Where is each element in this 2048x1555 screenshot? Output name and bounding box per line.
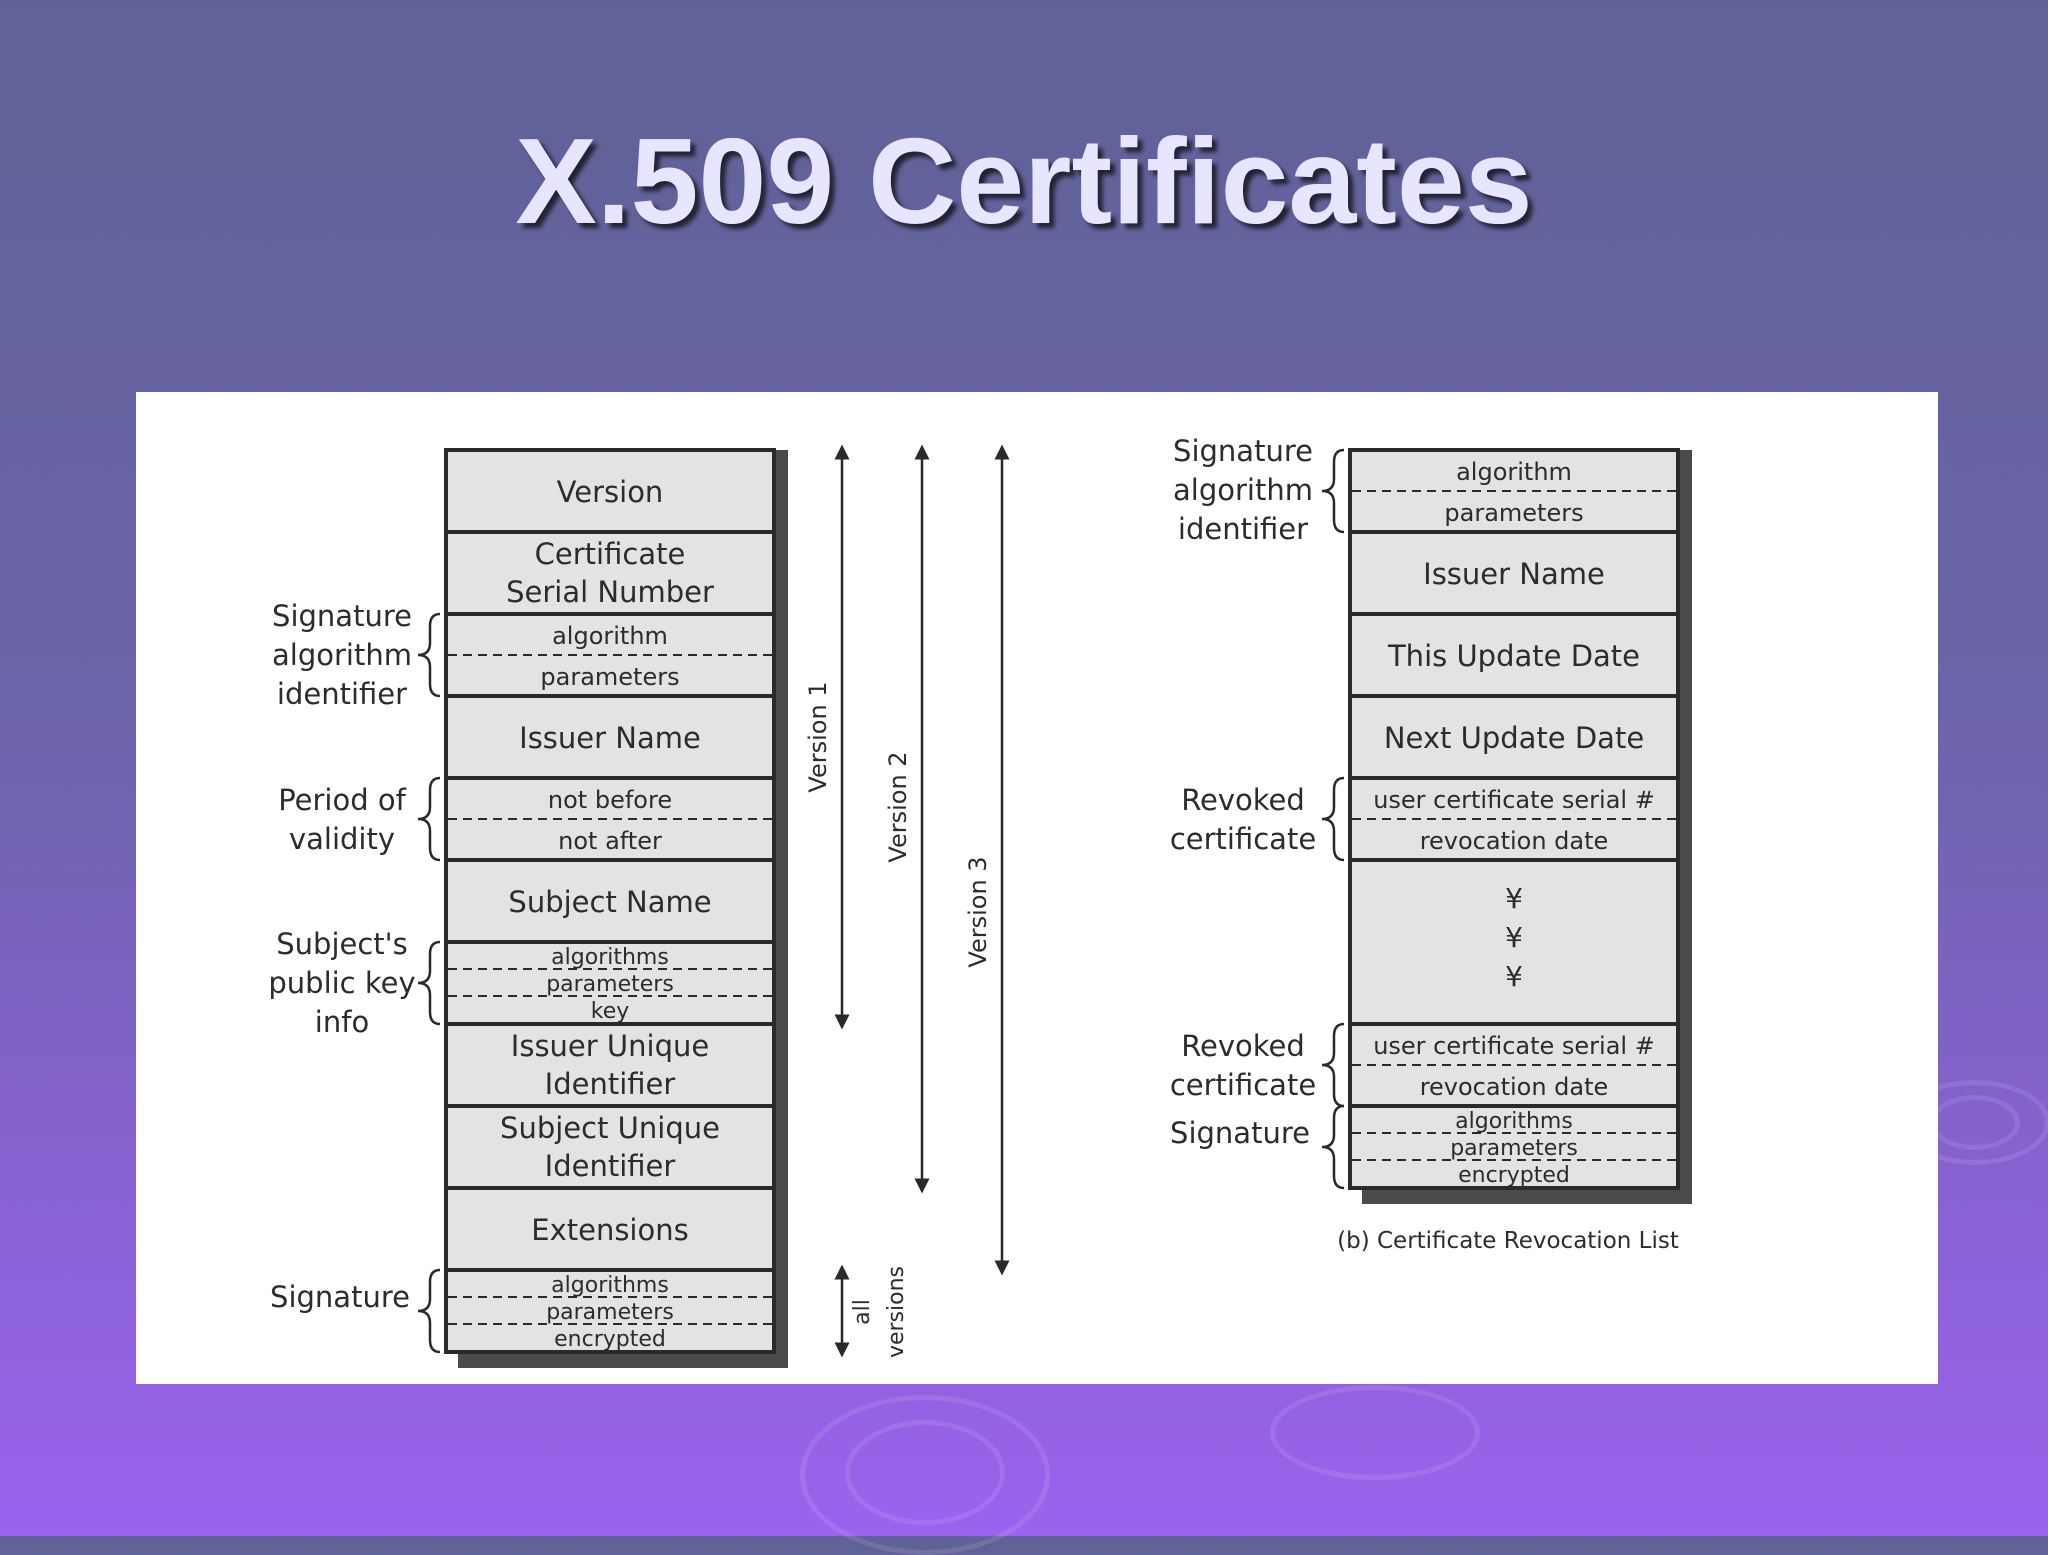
- field-issuer-unique-id: [444, 1022, 776, 1108]
- crl-label-this-update: This Update Date: [1387, 639, 1640, 673]
- label-signature-parameters: parameters: [546, 1300, 674, 1325]
- brace: [1321, 776, 1345, 862]
- label-signature-encrypted: encrypted: [554, 1327, 666, 1352]
- certificate-diagram: Version Certificate Serial Number algori…: [268, 434, 1692, 1368]
- side-signature: Signature: [270, 1280, 410, 1314]
- brace: [1321, 1104, 1345, 1190]
- label-signature-algorithms: algorithms: [551, 1273, 669, 1298]
- crl-side-sig-alg-2: algorithm: [1173, 473, 1313, 507]
- label-extensions: Extensions: [531, 1213, 688, 1247]
- label-subject-uid-1: Subject Unique: [500, 1111, 720, 1145]
- crl-label-issuer-name: Issuer Name: [1423, 557, 1605, 591]
- crl-label-sig-encrypted: encrypted: [1458, 1163, 1570, 1188]
- brace: [417, 776, 441, 862]
- field-subject-name: [444, 858, 776, 944]
- crl-ellipsis-2: ¥: [1505, 921, 1523, 954]
- crl-label-sig-algorithms: algorithms: [1455, 1109, 1573, 1134]
- crl-side-revoked2-1: Revoked: [1181, 1029, 1305, 1063]
- side-sig-alg-1: Signature: [272, 599, 412, 633]
- label-sig-algorithm: algorithm: [552, 622, 668, 650]
- label-issuer-uid-1: Issuer Unique: [511, 1029, 709, 1063]
- certificate-figure: Version Certificate Serial Number algori…: [136, 392, 1938, 1384]
- label-version: Version: [557, 475, 664, 509]
- label-issuer-uid-2: Identifier: [545, 1067, 676, 1101]
- crl-structure: algorithm parameters Issuer Name This Up…: [1337, 448, 1692, 1254]
- crl-label-parameters: parameters: [1444, 499, 1583, 527]
- crl-side-labels: Signature algorithm identifier Revoked c…: [1170, 434, 1345, 1190]
- crl-issuer-name: [1348, 530, 1680, 616]
- crl-ellipsis-3: ¥: [1505, 960, 1523, 993]
- crl-label-revoked1-date: revocation date: [1420, 827, 1609, 855]
- crl-side-signature: Signature: [1170, 1116, 1310, 1150]
- crl-label-revoked1-serial: user certificate serial #: [1373, 786, 1655, 814]
- crl-caption: (b) Certificate Revocation List: [1337, 1228, 1679, 1254]
- side-pubkey-2: public key: [268, 966, 415, 1000]
- crl-side-revoked2-2: certificate: [1170, 1068, 1316, 1102]
- crl-label-revoked2-date: revocation date: [1420, 1073, 1609, 1101]
- brace: [1321, 1022, 1345, 1108]
- label-pk-key: key: [591, 999, 630, 1024]
- brace: [417, 1268, 441, 1354]
- crl-ellipsis: [1348, 858, 1680, 1026]
- brace: [1321, 448, 1345, 534]
- label-issuer-name: Issuer Name: [519, 721, 701, 755]
- version-2-label: Version 2: [884, 751, 912, 862]
- crl-side-revoked1-2: certificate: [1170, 822, 1316, 856]
- side-sig-alg-2: algorithm: [272, 638, 412, 672]
- version-1-label: Version 1: [804, 681, 832, 792]
- brace: [417, 612, 441, 698]
- label-not-after: not after: [558, 827, 662, 855]
- label-pk-parameters: parameters: [546, 972, 674, 997]
- crl-label-revoked2-serial: user certificate serial #: [1373, 1032, 1655, 1060]
- crl-signature: [1348, 1104, 1680, 1190]
- label-serial-1: Certificate: [535, 537, 686, 571]
- field-serial-number: [444, 530, 776, 616]
- certificate-side-labels: Signature algorithm identifier Period of…: [268, 599, 441, 1354]
- crl-side-revoked1-1: Revoked: [1181, 783, 1305, 817]
- label-serial-2: Serial Number: [506, 575, 714, 609]
- crl-label-algorithm: algorithm: [1456, 458, 1572, 486]
- certificate-structure: Version Certificate Serial Number algori…: [444, 448, 788, 1368]
- label-subject-name: Subject Name: [508, 885, 711, 919]
- crl-side-sig-alg-1: Signature: [1173, 434, 1313, 468]
- crl-label-sig-parameters: parameters: [1450, 1136, 1578, 1161]
- all-versions-label-2: versions: [884, 1266, 909, 1358]
- side-pubkey-3: info: [315, 1005, 369, 1039]
- field-subject-public-key: [444, 940, 776, 1026]
- crl-label-next-update: Next Update Date: [1384, 721, 1644, 755]
- crl-ellipsis-1: ¥: [1505, 882, 1523, 915]
- label-pk-algorithms: algorithms: [551, 945, 669, 970]
- label-not-before: not before: [548, 786, 672, 814]
- side-validity-2: validity: [289, 822, 395, 856]
- all-versions-label-1: all: [850, 1299, 875, 1325]
- version-3-label: Version 3: [964, 856, 992, 967]
- crl-side-sig-alg-3: identifier: [1178, 512, 1308, 546]
- background-ripple: [1930, 1095, 2020, 1150]
- label-sig-parameters: parameters: [540, 663, 679, 691]
- label-subject-uid-2: Identifier: [545, 1149, 676, 1183]
- field-extensions: [444, 1186, 776, 1272]
- version-arrows: Version 1 Version 2 Version 3 all versio…: [804, 444, 1010, 1358]
- field-signature: [444, 1268, 776, 1354]
- crl-next-update: [1348, 694, 1680, 780]
- brace: [417, 940, 441, 1026]
- background-ripple: [1270, 1385, 1480, 1480]
- background-ripple: [845, 1420, 1005, 1525]
- slide-title: X.509 Certificates: [515, 113, 1533, 249]
- side-validity-1: Period of: [278, 783, 406, 817]
- side-pubkey-1: Subject's: [276, 927, 408, 961]
- side-sig-alg-3: identifier: [277, 677, 407, 711]
